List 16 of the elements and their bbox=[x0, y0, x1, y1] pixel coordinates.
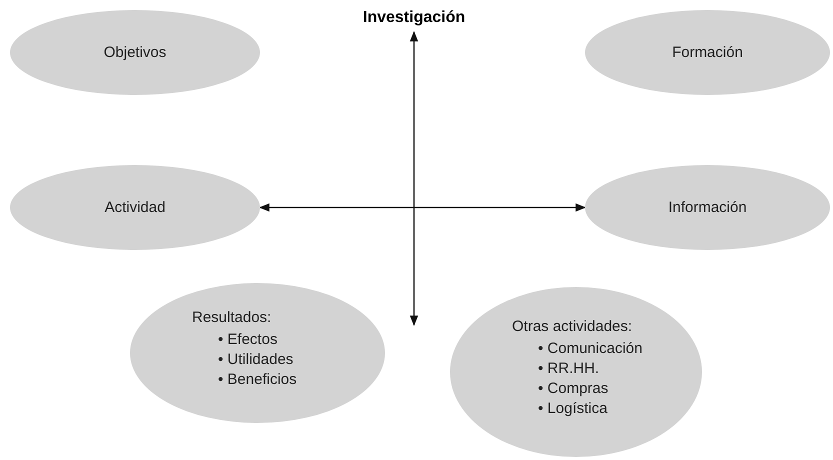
node-label: Información bbox=[668, 199, 747, 216]
bullet-item: • Beneficios bbox=[218, 371, 297, 388]
node-label: Formación bbox=[672, 44, 743, 61]
bullet-item: • Efectos bbox=[218, 331, 278, 348]
node-label: Actividad bbox=[104, 199, 166, 216]
double-arrow bbox=[258, 203, 586, 212]
node-heading: Otras actividades: bbox=[512, 318, 632, 335]
double-arrow bbox=[410, 30, 418, 326]
node-heading: Resultados: bbox=[192, 309, 272, 326]
bullet-item: • Logística bbox=[538, 400, 608, 417]
node-label: Investigación bbox=[362, 6, 466, 30]
bullet-item: • Comunicación bbox=[538, 340, 642, 357]
bullet-item: • Utilidades bbox=[218, 351, 294, 368]
bullet-item: • Compras bbox=[538, 380, 610, 397]
bullet-item: • RR.HH. bbox=[538, 360, 600, 377]
node-label: Objetivos bbox=[104, 44, 166, 61]
